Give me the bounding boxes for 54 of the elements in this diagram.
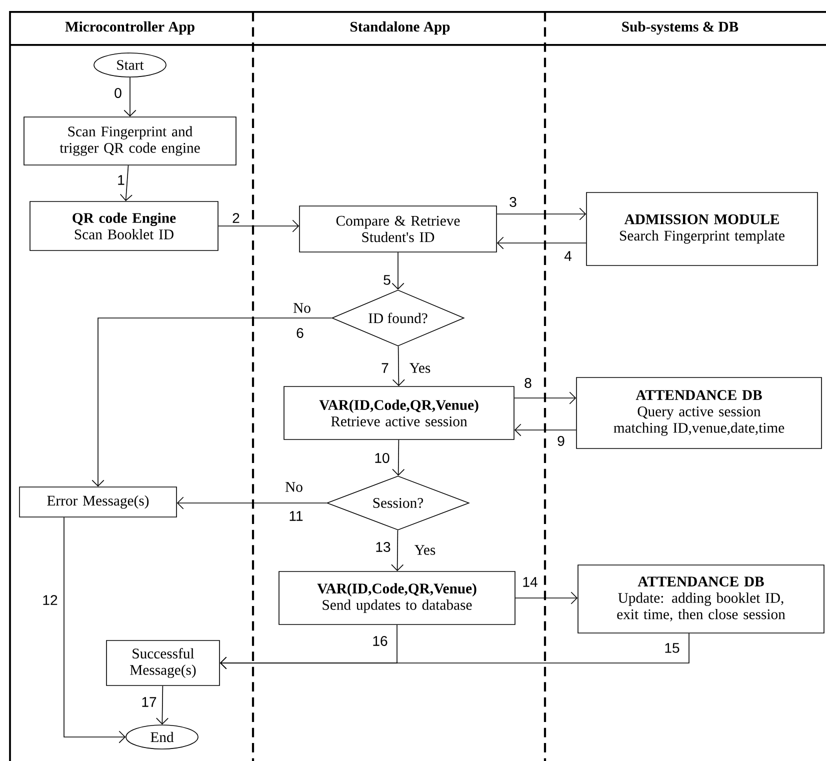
arrow [92, 318, 332, 487]
process-box: ADMISSION MODULE Search Fingerprint template [586, 192, 818, 266]
edge-label: 17 [140, 696, 158, 708]
arrow [124, 77, 136, 117]
branch-label: Yes [410, 363, 430, 373]
arrow [496, 236, 586, 250]
edge-label: 14 [521, 576, 539, 588]
arrow [64, 517, 126, 744]
branch-label: Yes [414, 545, 436, 555]
lane-header: Microcontroller App [65, 21, 194, 35]
branch-label: No [285, 482, 302, 492]
arrow [120, 165, 132, 202]
edge-label: 12 [41, 594, 59, 606]
arrow [220, 624, 398, 670]
edge-label: 6 [294, 326, 306, 340]
arrow [514, 392, 576, 404]
edge-label: 5 [382, 274, 392, 286]
arrow [218, 220, 300, 232]
edge-label: 1 [116, 174, 126, 186]
terminal-oval: End [126, 724, 198, 750]
edge-label: 3 [508, 196, 518, 208]
arrow [391, 530, 404, 572]
process-box: Scan Fingerprint and trigger QR code engine [24, 116, 236, 166]
arrow [496, 208, 586, 220]
process-box: Successful Message(s) [106, 640, 220, 686]
arrow [515, 592, 578, 604]
process-box: VAR(ID,Code,QR,Venue) Retrieve active session [284, 386, 514, 440]
process-box: ATTENDANCE DB Update: adding booklet ID, exit time, then close session [578, 564, 824, 634]
edge-label: 11 [288, 510, 304, 522]
arrow [392, 440, 405, 476]
process-box: ATTENDANCE DB Query active session matching ID,venue,date,time [576, 377, 822, 449]
edge-label: 13 [374, 540, 392, 554]
lane-header: Standalone App [350, 21, 450, 35]
edge-label: 10 [373, 452, 391, 464]
arrow [156, 686, 169, 725]
process-box: Error Message(s) [19, 486, 177, 518]
edge-label: 2 [230, 212, 242, 224]
edge-label: 0 [112, 86, 124, 100]
process-box: QR code Engine Scan Booklet ID [30, 201, 218, 251]
edge-label: 16 [371, 634, 389, 648]
lane-header: Sub-systems & DB [622, 21, 738, 35]
edge-label: 8 [522, 376, 534, 390]
process-box: VAR(ID,Code,QR,Venue) Send updates to database [278, 571, 516, 625]
process-box: Compare & Retrieve Student's ID [299, 206, 497, 252]
edge-label: 9 [556, 434, 566, 448]
edge-label: 4 [562, 250, 574, 262]
edge-label: 15 [663, 642, 681, 654]
terminal-oval: Start [94, 52, 166, 78]
arrow [514, 424, 576, 436]
branch-label: No [293, 303, 310, 313]
arrow [176, 496, 327, 510]
arrow [392, 346, 405, 386]
edge-label: 7 [380, 362, 390, 374]
arrow [392, 252, 404, 290]
